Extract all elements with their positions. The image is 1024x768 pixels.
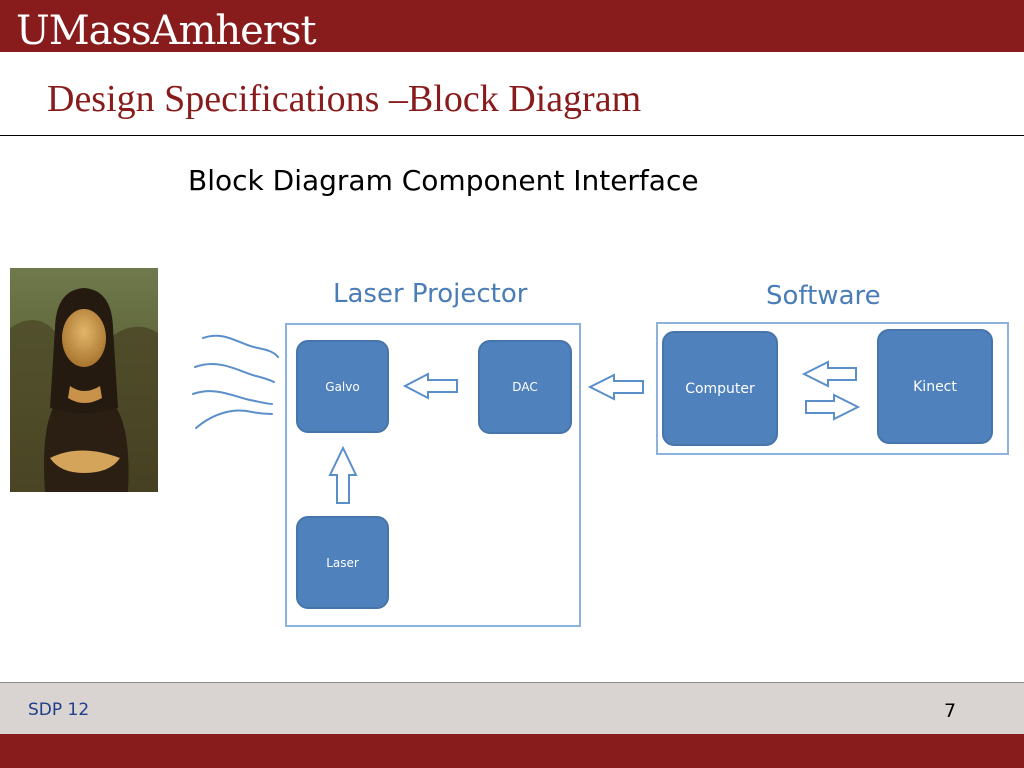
painting-image	[10, 268, 158, 492]
footer-label: SDP 12	[28, 700, 90, 720]
laser-projector-group	[285, 323, 581, 627]
laser-projector-label: Laser Projector	[333, 279, 528, 309]
computer-block: Computer	[662, 331, 778, 446]
software-group	[656, 322, 1009, 455]
arrow-computer-to-dac	[587, 373, 644, 401]
slide-title: Design Specifications –Block Diagram	[47, 78, 642, 120]
laser-wave-2	[194, 363, 275, 383]
title-divider	[0, 135, 1024, 136]
software-label: Software	[766, 281, 881, 311]
bottom-bar	[0, 734, 1024, 768]
laser-wave-4	[195, 409, 273, 429]
laser-wave-1	[202, 334, 279, 358]
laser-block: Laser	[296, 516, 389, 609]
brand-logo: UMassAmherst	[16, 8, 317, 54]
laser-wave-3	[192, 390, 273, 405]
footer-bar	[0, 682, 1024, 734]
kinect-block: Kinect	[877, 329, 993, 444]
page-number: 7	[944, 700, 957, 722]
dac-block: DAC	[478, 340, 572, 434]
galvo-block: Galvo	[296, 340, 389, 433]
header-bar: UMassAmherst	[0, 0, 1024, 54]
slide-subtitle: Block Diagram Component Interface	[188, 164, 699, 197]
